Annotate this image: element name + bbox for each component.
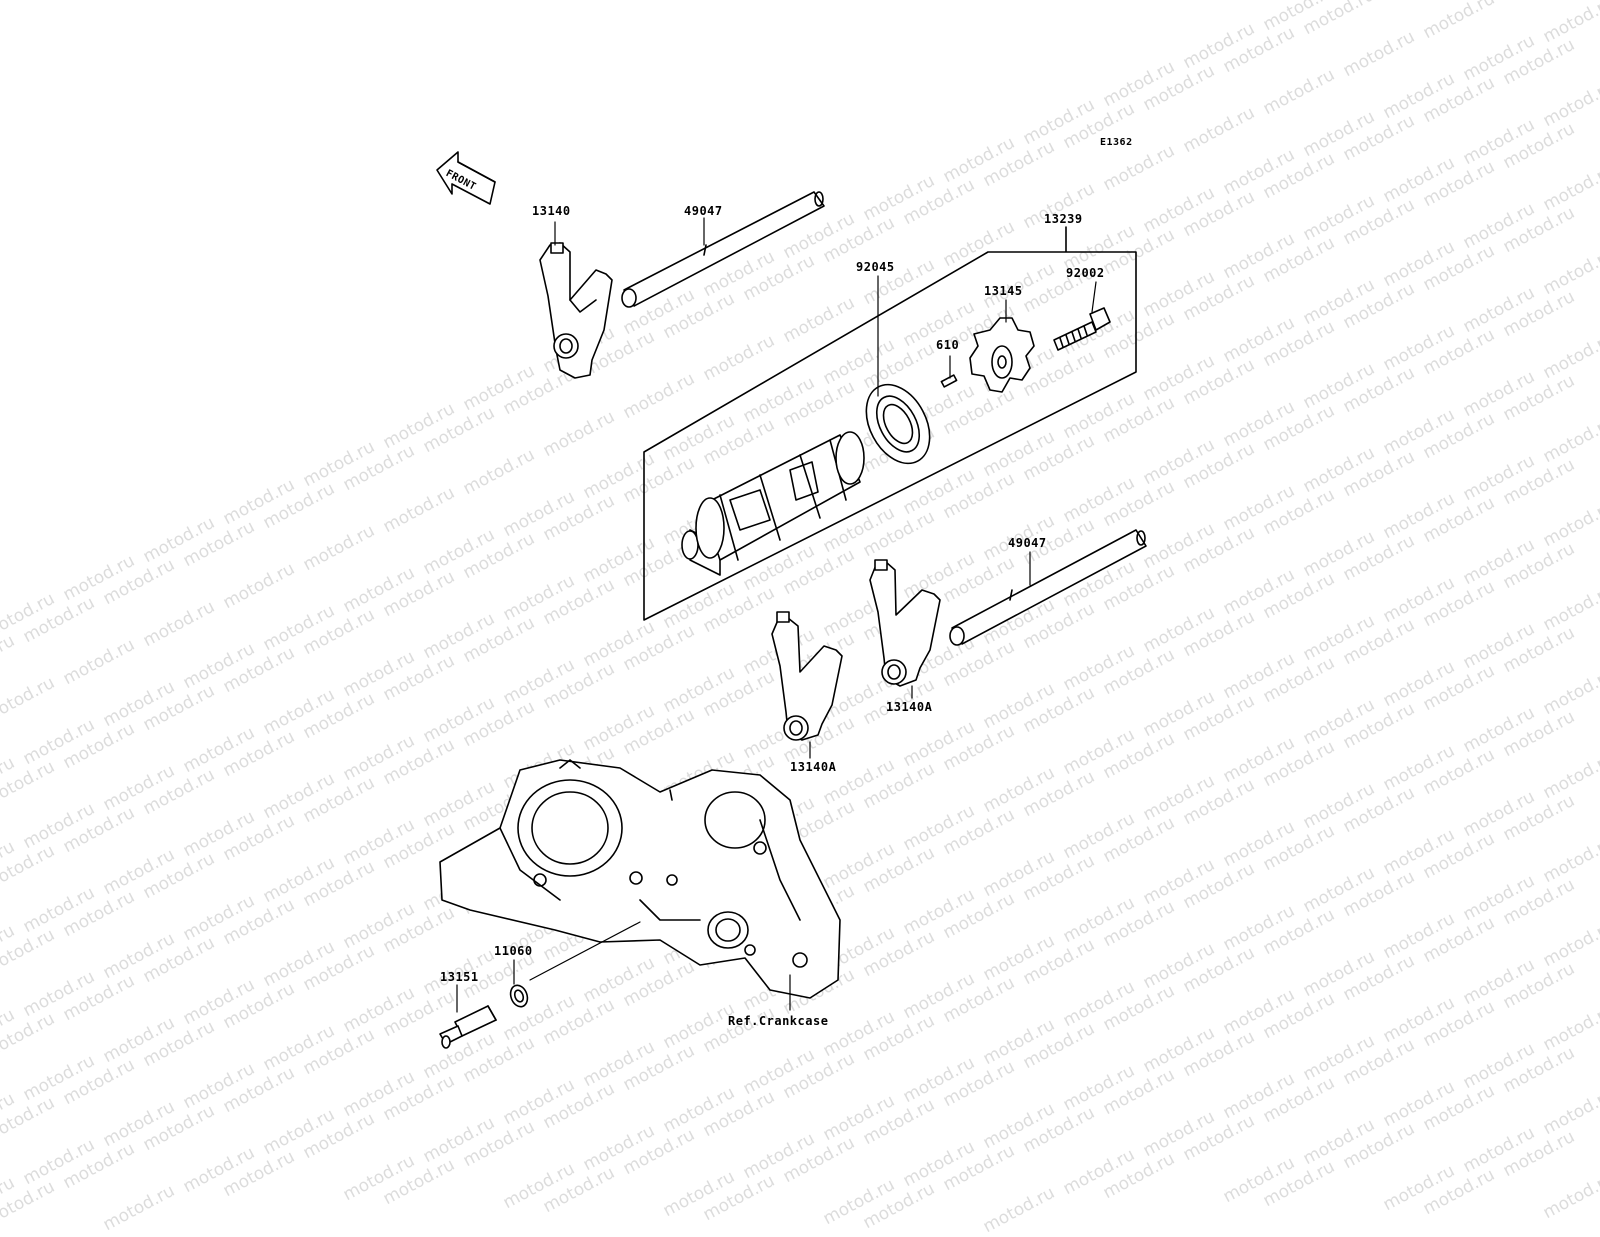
diagram-drawing xyxy=(436,151,1147,1049)
label-49047-bottom: 49047 xyxy=(1008,536,1047,550)
shift-fork-left xyxy=(771,611,843,741)
shift-fork-right xyxy=(869,559,941,687)
crankcase xyxy=(439,759,841,999)
bearing xyxy=(865,383,931,465)
diagram-code: E1362 xyxy=(1100,137,1133,148)
shift-drum xyxy=(681,431,865,576)
leader-lines xyxy=(456,217,1097,1013)
shift-fork-top xyxy=(539,242,613,379)
label-13151: 13151 xyxy=(440,970,479,984)
label-610: 610 xyxy=(936,338,960,352)
label-13239: 13239 xyxy=(1044,212,1083,226)
pin xyxy=(940,374,958,388)
pin-plate xyxy=(969,317,1035,393)
label-13140A-right: 13140A xyxy=(886,700,933,714)
front-arrow-icon xyxy=(436,151,496,205)
label-13140: 13140 xyxy=(532,204,571,218)
label-ref-crankcase: Ref.Crankcase xyxy=(728,1014,829,1028)
label-11060: 11060 xyxy=(494,944,533,958)
shift-rod-top xyxy=(621,191,825,308)
gasket xyxy=(509,984,529,1008)
assembly-box xyxy=(643,226,1137,621)
label-49047-top: 49047 xyxy=(684,204,723,218)
neutral-switch xyxy=(439,1005,497,1049)
bolt xyxy=(1053,307,1111,351)
label-92002: 92002 xyxy=(1066,266,1105,280)
shift-rod-bottom xyxy=(949,529,1147,646)
label-13140A-left: 13140A xyxy=(790,760,837,774)
label-92045: 92045 xyxy=(856,260,895,274)
label-13145: 13145 xyxy=(984,284,1023,298)
